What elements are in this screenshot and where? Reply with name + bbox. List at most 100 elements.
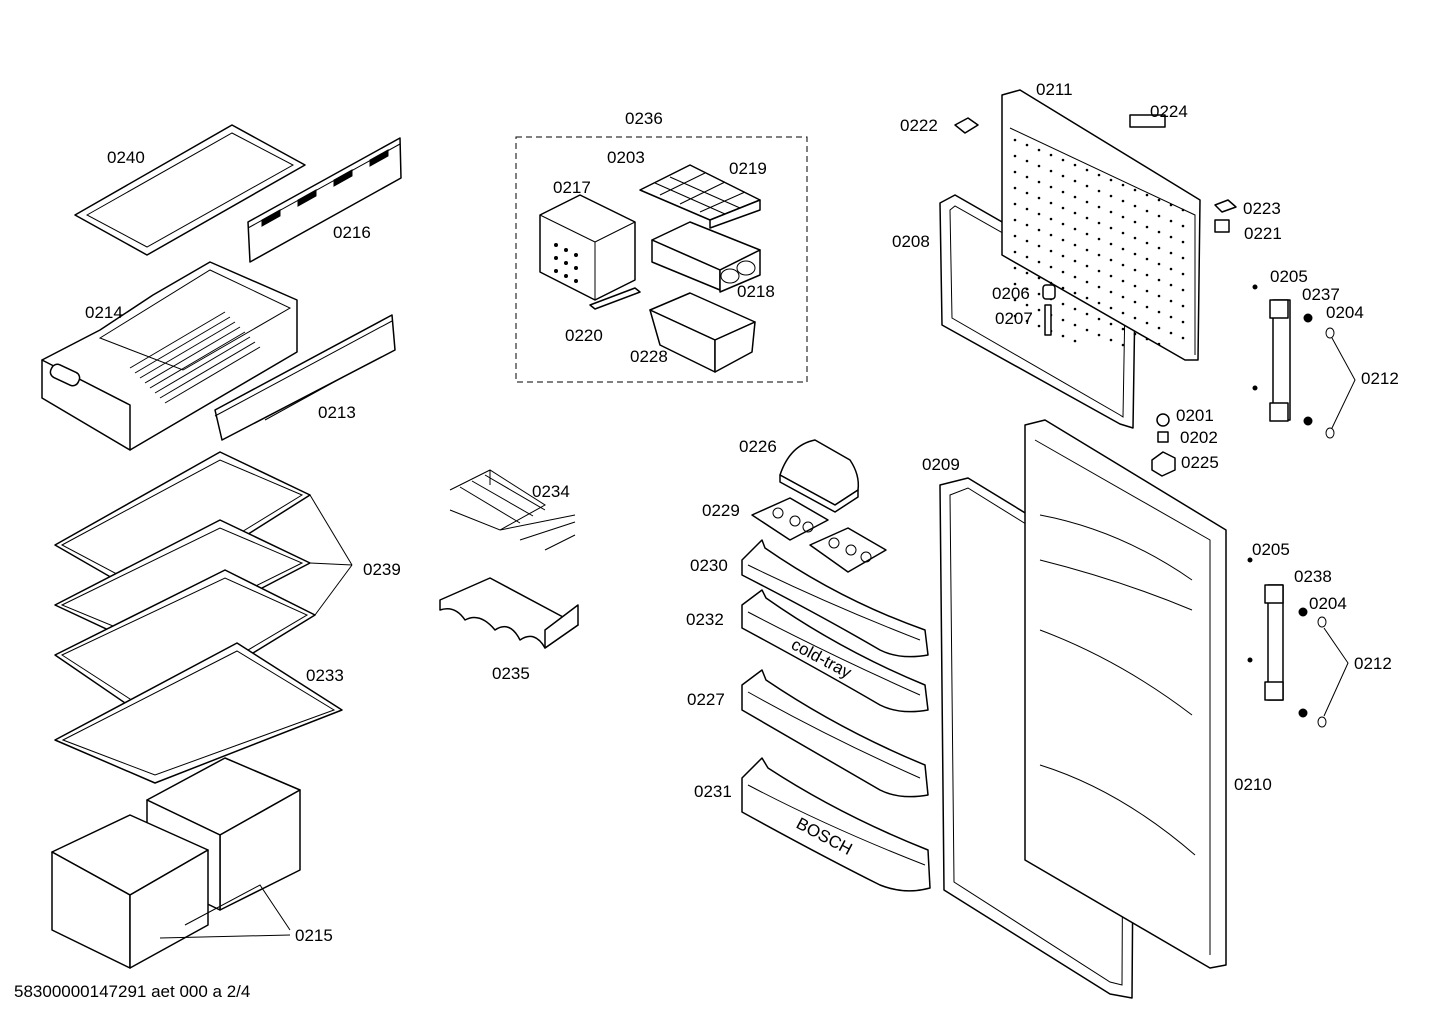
label-0211: 0211: [1036, 80, 1073, 99]
door-dot: [1181, 304, 1185, 308]
part-0217-ice-box: [539, 194, 636, 301]
door-dot: [1049, 249, 1053, 253]
part-0235-bottle-holder: [439, 577, 579, 649]
door-dot: [1157, 246, 1161, 250]
label-0206: 0206: [992, 284, 1030, 303]
label-0237: 0237: [1302, 285, 1340, 304]
label-0208: 0208: [892, 232, 930, 251]
label-0230: 0230: [690, 556, 728, 575]
part-0208-freezer-gasket: [939, 194, 1136, 429]
door-dot: [1013, 314, 1017, 318]
door-dot: [1049, 153, 1053, 157]
door-dot: [1085, 312, 1089, 316]
label-0207: 0207: [995, 309, 1033, 328]
door-dot: [1013, 250, 1017, 254]
label-0201: 0201: [1176, 406, 1214, 425]
door-dot: [1097, 237, 1101, 241]
door-dot: [1097, 173, 1101, 177]
label-0209: 0209: [922, 455, 960, 474]
label-0212-lower: 0212: [1354, 654, 1392, 673]
door-dot: [1025, 143, 1029, 147]
part-0234-bottle-rack: [449, 469, 576, 551]
freezer-door-texture: [1013, 138, 1185, 347]
door-dot: [1157, 262, 1161, 266]
part-0238-handle: [1247, 557, 1349, 728]
part-0239-shelves: [54, 451, 353, 719]
part-0233-shelf: [54, 642, 343, 784]
door-dot: [1133, 268, 1137, 272]
door-dot: [1037, 228, 1041, 232]
part-0218-ice-drawer: [651, 221, 761, 293]
part-0221-plug: [1214, 219, 1230, 233]
door-dot: [1109, 258, 1113, 262]
door-dot: [1109, 226, 1113, 230]
door-dot: [1121, 215, 1125, 219]
part-0240-shelf: [74, 124, 306, 256]
part-0226-butter-dish: [779, 439, 860, 513]
label-0205-upper: 0205: [1270, 267, 1308, 286]
part-0201-washer: [1156, 413, 1170, 427]
door-dot: [1061, 270, 1065, 274]
door-dot: [1037, 308, 1041, 312]
door-dot: [1037, 148, 1041, 152]
door-dot: [1097, 189, 1101, 193]
label-0221: 0221: [1244, 224, 1282, 243]
door-dot: [1073, 195, 1077, 199]
door-dot: [1013, 298, 1017, 302]
door-dot: [1025, 287, 1029, 291]
door-dot: [1097, 253, 1101, 257]
document-id-footer: 58300000147291 aet 000 a 2/4: [14, 982, 250, 1001]
door-dot: [1157, 198, 1161, 202]
door-dot: [1037, 276, 1041, 280]
door-dot: [1073, 339, 1077, 343]
door-dot: [1145, 225, 1149, 229]
part-0220-strip: [589, 287, 641, 310]
door-dot: [1037, 260, 1041, 264]
door-dot: [1169, 315, 1173, 319]
label-0202: 0202: [1180, 428, 1218, 447]
door-dot: [1157, 230, 1161, 234]
part-number-labels: 0240 0216 0214 0213 0239 0233 0215 0236 …: [14, 80, 1399, 1001]
part-0223-cap: [1214, 199, 1237, 213]
part-0207-pin: [1044, 304, 1052, 336]
door-dot: [1013, 282, 1017, 286]
door-dot: [1121, 327, 1125, 331]
door-dot: [1025, 319, 1029, 323]
part-0210-fridge-door: [1024, 419, 1227, 969]
label-0239: 0239: [363, 560, 401, 579]
part-0229-egg-trays: [751, 497, 887, 573]
door-dot: [1169, 283, 1173, 287]
door-dot: [1121, 247, 1125, 251]
label-0215: 0215: [295, 926, 333, 945]
door-dot: [1049, 169, 1053, 173]
door-dot: [1073, 323, 1077, 327]
door-dot: [1013, 266, 1017, 270]
label-0228: 0228: [630, 347, 668, 366]
door-dot: [1061, 302, 1065, 306]
door-dot: [1061, 254, 1065, 258]
door-dot: [1145, 193, 1149, 197]
label-0213: 0213: [318, 403, 356, 422]
door-dot: [1145, 289, 1149, 293]
door-dot: [1157, 294, 1161, 298]
part-0216-vent-cover: [247, 137, 402, 263]
door-dot: [1145, 241, 1149, 245]
door-dot: [1049, 217, 1053, 221]
label-0236: 0236: [625, 109, 663, 128]
label-0216: 0216: [333, 223, 371, 242]
door-dot: [1037, 292, 1041, 296]
door-dot: [1181, 272, 1185, 276]
door-dot: [1097, 285, 1101, 289]
door-dot: [1121, 231, 1125, 235]
door-dot: [1061, 206, 1065, 210]
door-dot: [1121, 263, 1125, 267]
door-dot: [1133, 220, 1137, 224]
part-0230-door-bin: [741, 539, 929, 658]
label-0234: 0234: [532, 482, 570, 501]
door-dot: [1169, 235, 1173, 239]
door-dot: [1133, 316, 1137, 320]
label-0203: 0203: [607, 148, 645, 167]
door-dot: [1049, 281, 1053, 285]
part-0215-crisper-bins: [51, 757, 301, 969]
door-dot: [1013, 234, 1017, 238]
